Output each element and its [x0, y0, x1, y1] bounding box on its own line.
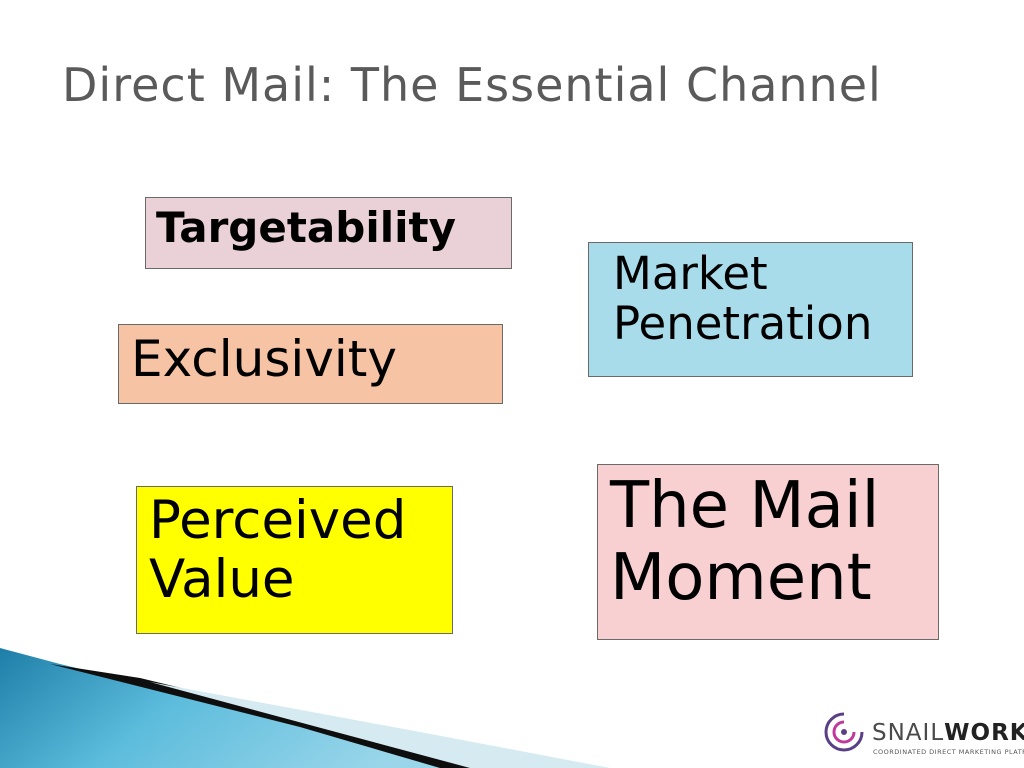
perceived-value-line2: Value — [149, 549, 295, 611]
exclusivity-label: Exclusivity — [131, 330, 397, 388]
targetability-label: Targetability — [156, 203, 456, 252]
logo-word-bold: WORKS — [944, 720, 1024, 746]
perceived-value-box: Perceived Value — [136, 486, 453, 634]
mail-moment-box: The Mail Moment — [597, 464, 939, 640]
market-penetration-line1: Market — [613, 247, 768, 300]
targetability-box: Targetability — [145, 197, 512, 269]
swoosh-black-stripe — [50, 664, 480, 768]
exclusivity-box: Exclusivity — [118, 324, 503, 404]
logo-wordmark: SNAILWORKS — [872, 720, 1024, 746]
snailworks-logo: SNAILWORKS COORDINATED DIRECT MARKETING … — [822, 704, 1024, 760]
mail-moment-line1: The Mail — [610, 469, 880, 543]
swoosh-light-band — [150, 682, 610, 768]
perceived-value-line1: Perceived — [149, 490, 407, 551]
market-penetration-box: Market Penetration — [588, 242, 913, 377]
slide-title: Direct Mail: The Essential Channel — [62, 58, 882, 112]
mail-moment-line2: Moment — [610, 540, 872, 615]
snail-swirl-icon — [824, 712, 864, 752]
logo-word-light: SNAIL — [872, 720, 945, 746]
logo-tagline: COORDINATED DIRECT MARKETING PLATFORM — [873, 748, 1024, 756]
market-penetration-line2: Penetration — [613, 297, 873, 351]
